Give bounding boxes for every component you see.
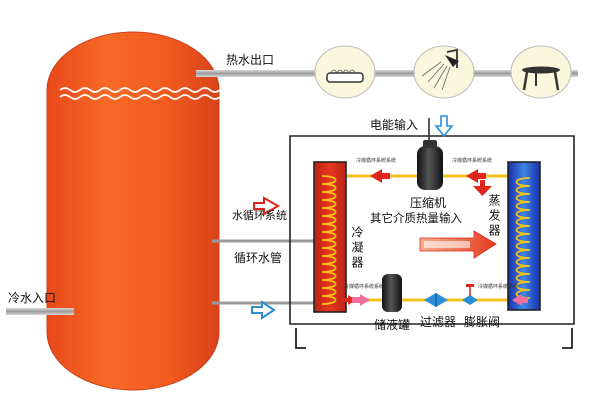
refrigerant-arrow-top-right bbox=[466, 169, 486, 183]
water-circulation-arrow-left bbox=[253, 196, 281, 216]
refrigerant-label-top-left: 冷媒循环系统系统 bbox=[356, 157, 396, 164]
heat-input-arrow-inner bbox=[424, 241, 470, 248]
water-circulation-system-label: 水循环系统 bbox=[232, 209, 287, 222]
water-return-arrow-right bbox=[251, 300, 276, 320]
evaporator-coil bbox=[515, 177, 531, 299]
unit-base-right bbox=[562, 328, 573, 349]
receiver-tank-label: 储液罐 bbox=[374, 317, 410, 332]
valve-icon bbox=[462, 284, 478, 305]
refrigerant-arrow-bottom-pink-right bbox=[512, 294, 528, 306]
expansion-valve-label: 膨胀阀 bbox=[464, 315, 500, 329]
hot-water-outlet-pipe bbox=[196, 70, 578, 77]
bathtub-icon bbox=[314, 45, 376, 99]
svg-text:蒸发器: 蒸发器 bbox=[487, 194, 501, 239]
unit-base-left bbox=[295, 328, 306, 349]
condenser-label: 冷凝器 bbox=[350, 226, 364, 271]
water-surface-wave bbox=[59, 87, 221, 93]
refrigerant-arrow-top-left bbox=[370, 169, 390, 183]
filter-label: 过滤器 bbox=[420, 315, 456, 329]
circulation-pipe-label: 循环水管 bbox=[234, 250, 282, 265]
shower-head-icon bbox=[413, 45, 475, 99]
refrigerant-arrow-bottom-left bbox=[342, 295, 356, 305]
refrigerant-label-bottom-left: 冷媒循环系统系统 bbox=[344, 283, 384, 290]
refrigerant-arrow-bottom-pink bbox=[352, 294, 370, 306]
unit-housing bbox=[289, 135, 575, 325]
refrigerant-label-bottom-right: 冷媒循环系统系统 bbox=[478, 283, 518, 290]
evaporator-label: 蒸发器 bbox=[487, 194, 501, 239]
cold-water-inlet-pipe bbox=[6, 308, 74, 315]
condenser-coil bbox=[321, 175, 337, 305]
hot-water-tank bbox=[46, 31, 220, 391]
other-medium-heat-input-label: 其它介质热量输入 bbox=[370, 211, 462, 225]
table-icon bbox=[510, 45, 572, 99]
compressor-icon bbox=[417, 140, 443, 190]
refrigerant-arrow-down bbox=[473, 180, 492, 196]
svg-text:冷凝器: 冷凝器 bbox=[350, 226, 364, 271]
hot-water-outlet-label: 热水出口 bbox=[226, 53, 274, 67]
filter-icon bbox=[424, 293, 448, 307]
water-surface-wave-2 bbox=[59, 94, 221, 100]
compressor-label: 压缩机 bbox=[410, 195, 446, 210]
tank-icon bbox=[382, 274, 402, 312]
power-input-label: 电能输入 bbox=[370, 117, 418, 132]
cold-water-inlet-label: 冷水入口 bbox=[8, 291, 56, 305]
refrigerant-label-top-right: 冷媒循环系统系统 bbox=[452, 157, 492, 164]
power-input-arrow bbox=[434, 115, 454, 138]
